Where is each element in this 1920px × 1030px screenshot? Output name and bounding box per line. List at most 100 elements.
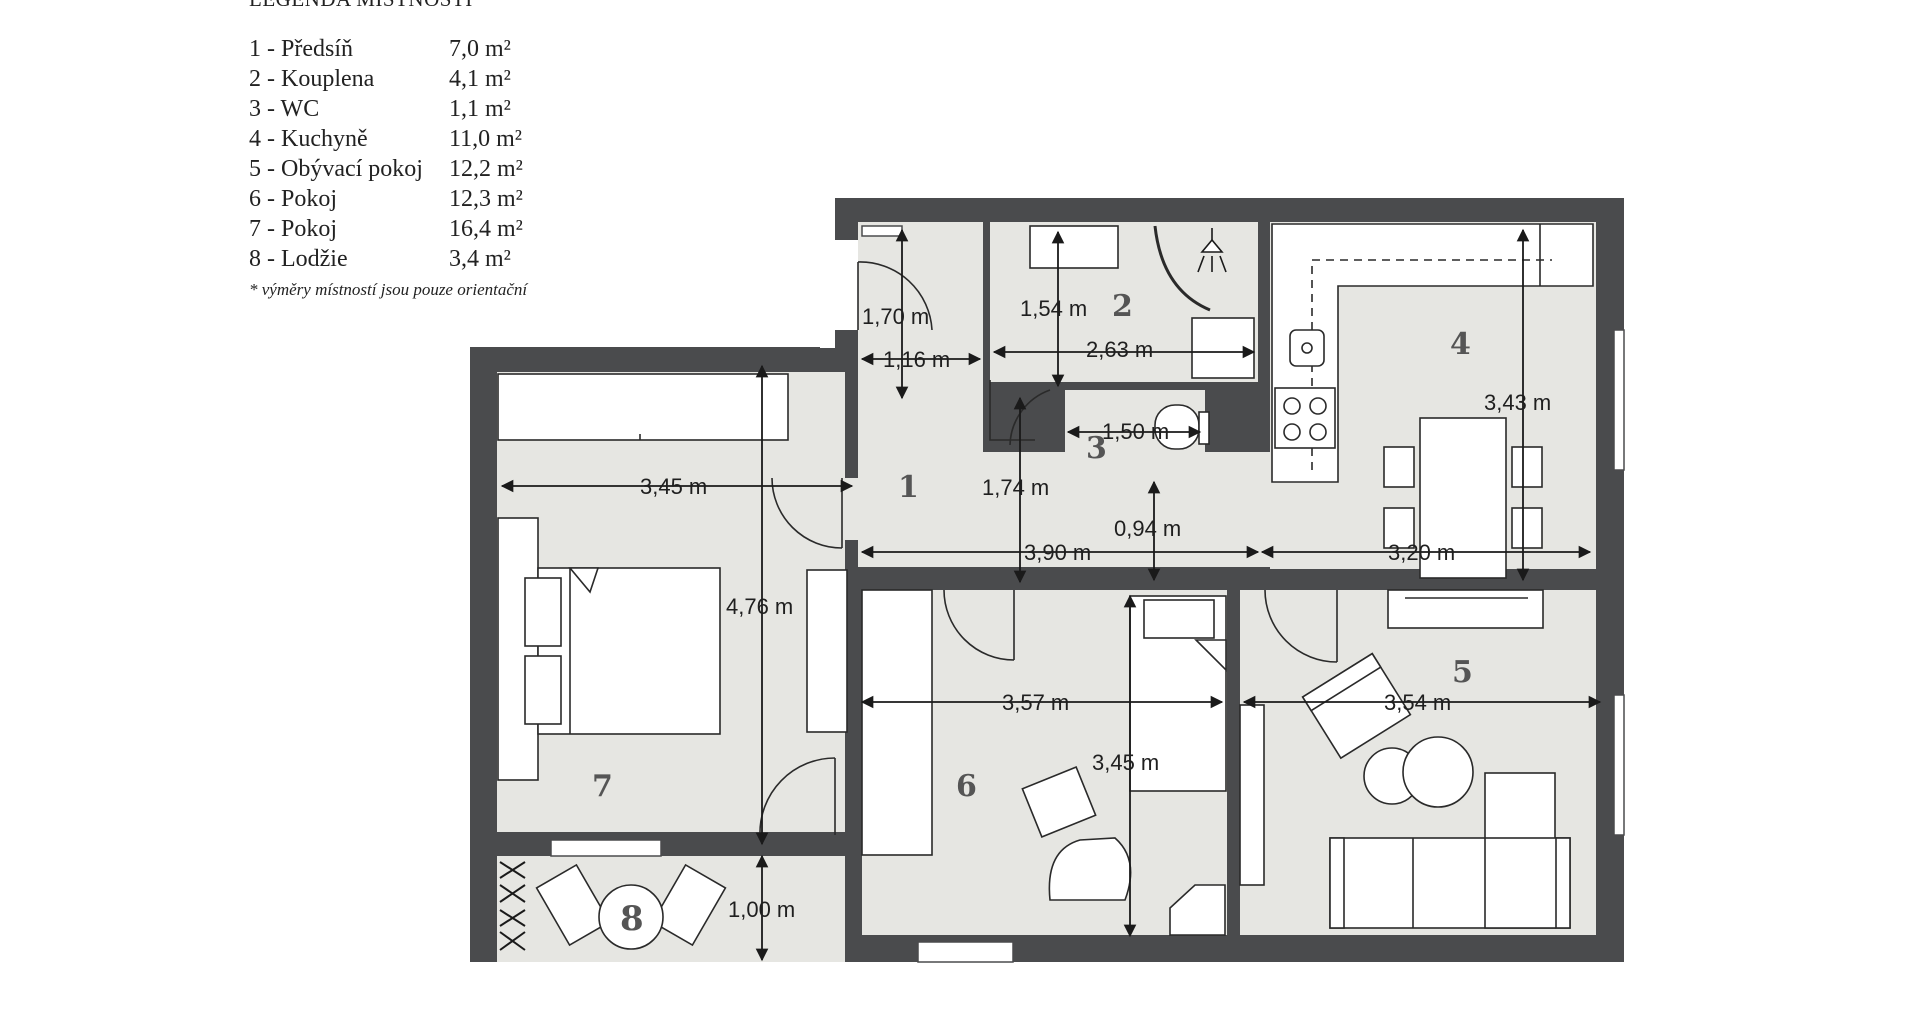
dimension-label: 1,54 m [1020,296,1087,321]
dresser-room-7 [806,569,848,733]
legend-room-name: 6 - Pokoj [249,186,338,212]
legend-room-area: 12,2 m² [449,156,523,182]
room-legend: LEGENDA MÍSTNOSTÍ 1 - Předsíň 7,0 m² 2 - … [249,0,669,300]
plant-icon [499,861,526,951]
washbasin [1029,225,1119,269]
dimension-lines [500,228,1602,962]
dimension-label: 2,63 m [1086,337,1153,362]
dimension-label: 3,45 m [1092,750,1159,775]
kitchen-counter [1271,223,1594,483]
shower-icon [1197,228,1227,273]
dimension-label: 1,70 m [862,304,929,329]
legend-room-name: 3 - WC [249,96,320,122]
dimension-label: 3,54 m [1384,690,1451,715]
washing-machine [1191,317,1255,379]
legend-row: 3 - WC 1,1 m² [249,94,669,124]
burner [1309,397,1327,415]
legend-room-area: 12,3 m² [449,186,523,212]
door-swing-room-6 [943,589,1015,661]
door-swing-living-room [1264,589,1338,663]
legend-room-name: 5 - Obývací pokoj [249,156,423,182]
legend-row: 5 - Obývací pokoj 12,2 m² [249,154,669,184]
dimension-label: 3,45 m [640,474,707,499]
dining-chair [1511,446,1543,488]
legend-room-area: 7,0 m² [449,36,511,62]
bed-headboard [497,517,539,781]
dimension-label: 3,57 m [1002,690,1069,715]
legend-row: 1 - Předsíň 7,0 m² [249,34,669,64]
dimension-label: 3,90 m [1024,540,1091,565]
legend-room-area: 11,0 m² [449,126,522,152]
cooktop [1274,387,1336,449]
legend-room-area: 3,4 m² [449,246,511,272]
window-room-7 [550,839,662,857]
window-hall [861,225,903,237]
corner-cabinet-room-6 [1169,884,1226,936]
entrance-notch [820,318,835,348]
bed [537,567,721,735]
loggia-table [598,884,664,950]
dimension-label: 1,00 m [728,897,795,922]
legend-row: 7 - Pokoj 16,4 m² [249,214,669,244]
legend-note: * výměry místností jsou pouze orientační [249,280,528,299]
room-number-2: 2 [1112,289,1133,324]
window-room-6 [917,941,1014,963]
pillow [1143,599,1215,639]
wardrobe-room-7 [497,373,789,441]
burner [1283,423,1301,441]
sofa-arm [1329,837,1345,929]
cabinet-living-room [1239,704,1265,886]
dimension-labels: 1,70 m 1,16 m 1,54 m 2,63 m 1,50 m 1,74 … [640,296,1551,922]
legend-room-name: 1 - Předsíň [249,36,353,62]
legend-row: 2 - Kouplena 4,1 m² [249,64,669,94]
legend-room-area: 16,4 m² [449,216,523,242]
room-number-1: 1 [898,470,919,505]
dimension-label: 3,43 m [1484,390,1551,415]
room-number-8: 8 [620,899,644,939]
pillow [524,577,562,647]
floor-doorway [845,478,865,540]
toilet-tank [1198,411,1210,445]
shower-screen [1153,225,1211,312]
legend-row: 8 - Lodžie 3,4 m² [249,244,669,274]
legend-room-area: 4,1 m² [449,66,511,92]
wardrobe-room-6 [861,589,933,856]
legend-room-name: 2 - Kouplena [249,66,375,92]
room-number-7: 7 [592,769,613,804]
legend-room-name: 4 - Kuchyně [249,126,368,152]
dimension-label: 1,16 m [883,347,950,372]
bed-cover-fold [1194,639,1227,672]
sofa [1329,837,1571,929]
dining-chair [1511,507,1543,549]
dimension-label: 1,74 m [982,475,1049,500]
burner [1283,397,1301,415]
burner [1309,423,1327,441]
legend-row: 4 - Kuchyně 11,0 m² [249,124,669,154]
loggia-chair [535,863,611,947]
window-living-room [1613,694,1625,836]
dimension-label: 1,50 m [1102,419,1169,444]
room-number-5: 5 [1452,655,1473,690]
sofa-arm [1555,837,1571,929]
window-kitchen [1613,329,1625,471]
dining-chair [1383,446,1415,488]
dimension-label: 3,20 m [1388,540,1455,565]
loggia-chair [651,863,727,947]
legend-room-area: 1,1 m² [449,96,511,122]
desk-chair-room-6 [1021,765,1097,839]
coffee-table [1402,736,1474,808]
dimension-label: 0,94 m [1114,516,1181,541]
legend-room-name: 8 - Lodžie [249,246,348,272]
entrance-opening [835,240,858,330]
furniture [497,223,1594,950]
sink-drain [1301,342,1313,354]
room-number-3: 3 [1086,431,1107,466]
dimension-label: 4,76 m [726,594,793,619]
tv-stand [1387,589,1544,629]
room-number-6: 6 [956,769,977,804]
legend-title: LEGENDA MÍSTNOSTÍ [249,0,669,10]
door-swing-entrance [857,261,933,331]
legend-room-name: 7 - Pokoj [249,216,338,242]
legend-row: 6 - Pokoj 12,3 m² [249,184,669,214]
